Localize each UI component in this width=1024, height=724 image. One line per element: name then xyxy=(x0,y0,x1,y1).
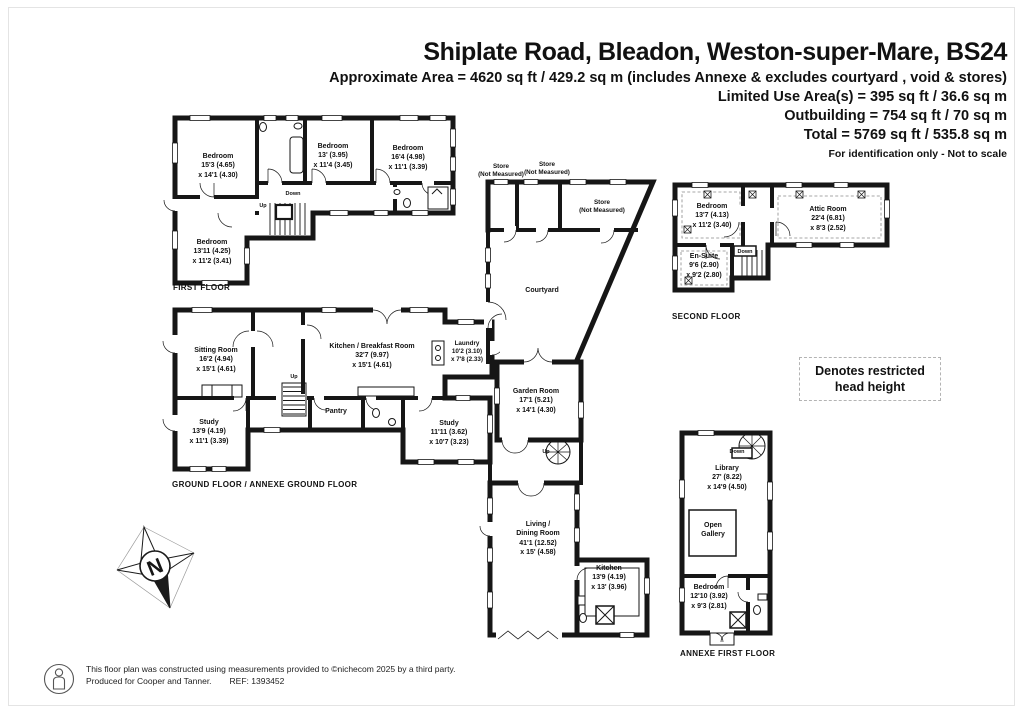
shower-icon xyxy=(427,186,449,210)
basin-icon xyxy=(757,593,768,601)
stair-label-up: Up xyxy=(542,449,550,455)
walls xyxy=(679,430,773,636)
total-line: Total = 5769 sq ft / 535.8 sq m xyxy=(803,127,1007,143)
staircase-icon xyxy=(269,203,306,235)
stair-label-down: Down xyxy=(729,449,745,455)
header: Shiplate Road, Bleadon, Weston-super-Mar… xyxy=(329,38,1007,160)
caption-ground-floor: GROUND FLOOR / ANNEXE GROUND FLOOR xyxy=(172,480,358,489)
kitchen-walls xyxy=(574,557,650,638)
bay-window-icon xyxy=(496,630,562,640)
store-walls xyxy=(485,179,657,364)
room-label-ff-bedroom-sw: Bedroom 13'11 (4.25) x 11'2 (3.41) xyxy=(192,239,232,265)
basin-icon xyxy=(393,189,401,195)
room-label-ax-open-gallery: Open Gallery xyxy=(701,522,725,539)
room-label-annexe-kitchen: Kitchen 13'9 (4.19) x 13' (3.96) xyxy=(591,565,627,591)
compass-rose-icon: N xyxy=(116,525,195,609)
stair-label-down: Down xyxy=(737,249,753,255)
footer-disclaimer: This floor plan was constructed using me… xyxy=(86,664,456,674)
caption-annexe-first-floor: ANNEXE FIRST FLOOR xyxy=(680,649,776,658)
fireplace-icon xyxy=(201,384,243,398)
toilet-icon xyxy=(579,613,587,623)
annexe-first-floor-plan xyxy=(679,430,773,646)
toilet-icon xyxy=(372,408,380,418)
walls xyxy=(172,115,456,286)
disclaimer-line: For identification only - Not to scale xyxy=(828,148,1007,160)
room-label-ff-bedroom-ne: Bedroom 16'4 (4.98) x 11'1 (3.39) xyxy=(388,145,428,171)
room-label-store-1: Store (Not Measured) xyxy=(478,163,524,179)
staircase-icon xyxy=(733,245,763,276)
caption-first-floor: FIRST FLOOR xyxy=(173,283,231,292)
approx-area-line: Approximate Area = 4620 sq ft / 429.2 sq… xyxy=(329,70,1007,86)
footer-produced-for: Produced for Cooper and Tanner.REF: 1393… xyxy=(86,676,285,686)
room-label-ff-bedroom-n: Bedroom 13' (3.95) x 11'4 (3.45) xyxy=(313,143,353,169)
courtyard-wing-plan xyxy=(479,179,657,640)
room-label-store-2: Store (Not Measured) xyxy=(524,161,570,177)
restricted-head-height-icon xyxy=(683,190,866,285)
caption-second-floor: SECOND FLOOR xyxy=(672,312,741,321)
bath-icon xyxy=(289,136,304,174)
scan-page-border xyxy=(8,7,1015,706)
room-label-gf-pantry: Pantry xyxy=(325,408,347,415)
stair-label-up: Up xyxy=(259,203,267,209)
restricted-head-height-legend: Denotes restricted head height xyxy=(799,357,941,401)
outbuilding-line: Outbuilding = 754 sq ft / 70 sq m xyxy=(784,108,1007,124)
room-label-living-dining: Living / Dining Room 41'1 (12.52) x 15' … xyxy=(516,521,560,557)
room-label-courtyard: Courtyard xyxy=(525,287,559,294)
basin-icon xyxy=(577,595,586,606)
stair-label-down: Down xyxy=(285,191,301,197)
person-scale-icon xyxy=(43,663,75,695)
room-label-store-3: Store (Not Measured) xyxy=(579,199,625,215)
room-label-gf-study-w: Study 13'9 (4.19) x 11'1 (3.39) xyxy=(189,419,229,445)
staircase-icon xyxy=(281,382,307,417)
footer-ref: REF: 1393452 xyxy=(229,676,285,686)
hob-icon xyxy=(431,340,445,366)
rooflight-icon xyxy=(595,605,615,625)
spiral-stair-icon xyxy=(545,439,571,465)
room-label-garden-room: Garden Room 17'1 (5.21) x 14'1 (4.30) xyxy=(512,388,560,414)
spiral-stair-icon xyxy=(731,432,766,460)
toilet-icon xyxy=(259,122,267,132)
room-label-gf-study-e: Study 11'11 (3.62) x 10'7 (3.23) xyxy=(429,420,469,446)
limited-use-line: Limited Use Area(s) = 395 sq ft / 36.6 s… xyxy=(717,89,1007,105)
toilet-icon xyxy=(753,605,761,615)
room-label-gf-kitchen-breakfast: Kitchen / Breakfast Room 32'7 (9.97) x 1… xyxy=(329,343,415,369)
porch-icon xyxy=(709,629,735,646)
room-label-ax-bedroom: Bedroom 12'10 (3.92) x 9'3 (2.81) xyxy=(690,584,728,610)
room-label-gf-laundry: Laundry 10'2 (3.10) x 7'8 (2.33) xyxy=(451,340,483,364)
room-label-sf-bedroom: Bedroom 13'7 (4.13) x 11'2 (3.40) xyxy=(692,203,732,229)
room-label-sf-attic: Attic Room 22'4 (6.81) x 8'3 (2.52) xyxy=(809,206,847,232)
rooflight-icon xyxy=(729,611,747,629)
room-label-gf-sitting: Sitting Room 16'2 (4.94) x 15'1 (4.61) xyxy=(194,347,238,373)
room-label-sf-ensuite: En-Suite 9'6 (2.90) x 9'2 (2.80) xyxy=(686,253,722,279)
open-gallery-void xyxy=(688,509,737,557)
ground-floor-plan xyxy=(162,306,500,472)
room-label-ff-bedroom-nw: Bedroom 15'3 (4.65) x 14'1 (4.30) xyxy=(198,153,238,179)
toilet-icon xyxy=(403,198,411,208)
basin-icon xyxy=(388,418,396,426)
room-label-ax-library: Library 27' (8.22) x 14'9 (4.50) xyxy=(707,465,747,491)
kitchen-counter-icon xyxy=(357,386,415,397)
living-room-walls xyxy=(487,480,580,638)
page-title: Shiplate Road, Bleadon, Weston-super-Mar… xyxy=(423,38,1007,66)
first-floor-plan xyxy=(163,115,456,286)
stair-label-up: Up xyxy=(290,374,298,380)
basin-icon xyxy=(293,122,303,130)
second-floor-plan xyxy=(672,182,890,293)
